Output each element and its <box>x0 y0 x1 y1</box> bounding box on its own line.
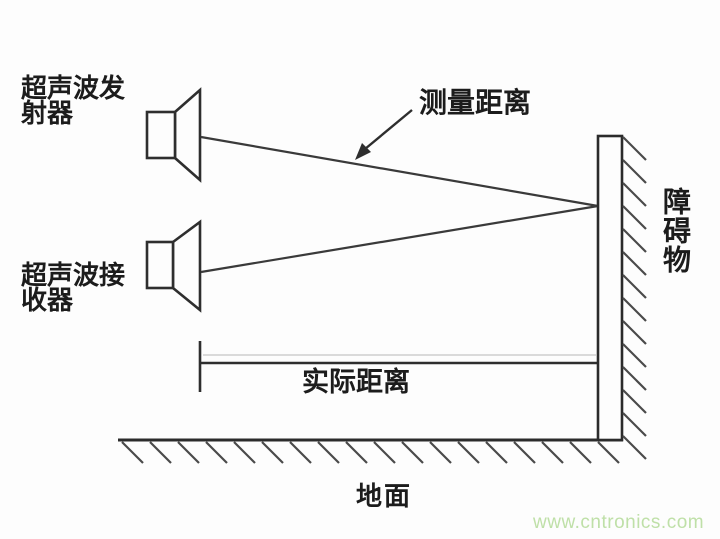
speaker-horn <box>171 219 202 313</box>
obstacle-wall <box>596 134 647 460</box>
ground-label: 地面 <box>356 481 413 511</box>
wall-hatching <box>622 136 647 460</box>
speaker-body <box>145 240 175 290</box>
beam-lines <box>200 135 599 274</box>
obstacle-label: 障碍物 <box>660 187 691 274</box>
wall-rect <box>596 134 624 442</box>
actual-distance-measure <box>198 341 598 392</box>
speaker-icon-receiver <box>145 219 202 313</box>
speaker-icon-transmitter <box>145 87 202 183</box>
ground <box>118 438 623 464</box>
arrow-shaft <box>364 109 413 150</box>
measured-distance-label: 测量距离 <box>419 87 532 118</box>
arrow-down-left-icon <box>355 109 413 160</box>
receiver-label: 超声波接 收器 <box>21 260 126 315</box>
beam-line-receive <box>200 204 599 274</box>
beam-line-transmit <box>200 135 599 208</box>
speaker-horn <box>173 87 202 183</box>
transmitter-label: 超声波发 射器 <box>21 73 126 128</box>
speaker-body <box>145 110 177 160</box>
actual-distance-label: 实际距离 <box>302 367 410 397</box>
arrow-head <box>355 143 371 160</box>
watermark-text: www.cntronics.com <box>533 512 705 533</box>
ground-hatching <box>121 441 620 464</box>
